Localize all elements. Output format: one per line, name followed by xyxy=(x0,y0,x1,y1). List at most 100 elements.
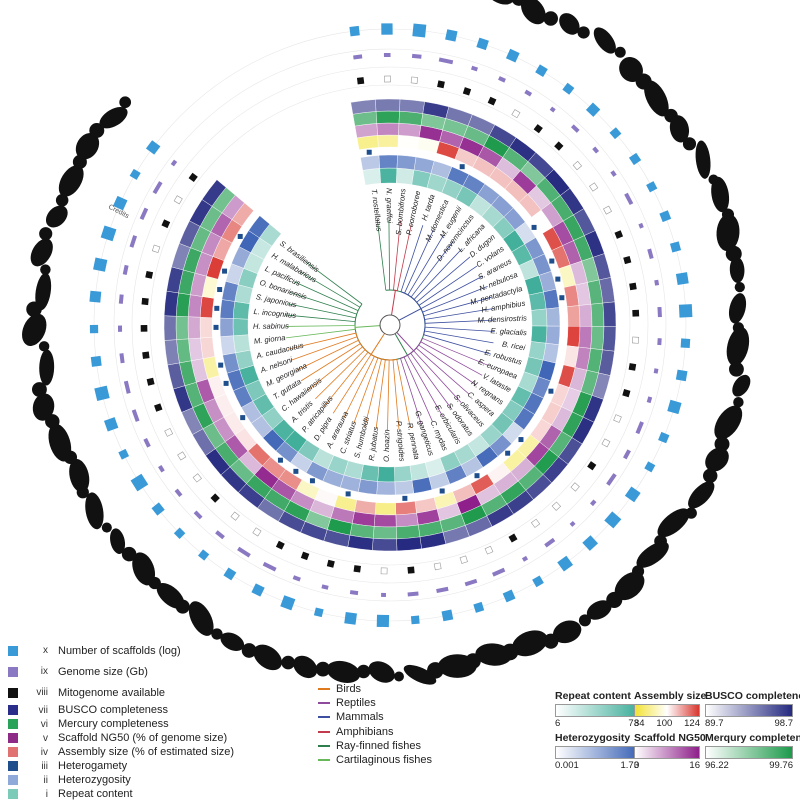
scaffold-count-mark xyxy=(152,502,165,515)
mitogenome-mark xyxy=(142,298,149,305)
scaffold-count-mark xyxy=(604,511,621,528)
scaffold-count-mark xyxy=(535,64,548,77)
taxa-legend-row: Amphibians xyxy=(318,725,432,739)
ring-cell-ng50 xyxy=(377,123,399,135)
heterogamety-mark xyxy=(346,491,351,496)
mitogenome-mark xyxy=(624,256,631,263)
mitogenome-mark xyxy=(555,142,563,150)
ring-cell-ng50 xyxy=(188,295,202,318)
mitogenome-mark xyxy=(615,231,623,239)
mitogenome-mark xyxy=(152,245,160,253)
ring-legend-number: vii xyxy=(26,705,48,716)
ring-cell-heterozygosity xyxy=(220,299,235,318)
animal-silhouette xyxy=(441,0,483,2)
ring-cell-repeat xyxy=(531,309,547,326)
species-label: L. incognitus xyxy=(253,307,297,320)
mitogenome-mark xyxy=(162,220,170,228)
scale-busco: BUSCO completeness 89.798.7 xyxy=(705,690,793,729)
heterogamety-mark xyxy=(310,478,315,483)
ring-cell-mercury xyxy=(396,525,420,539)
tree-branch xyxy=(419,345,476,385)
tree-branch xyxy=(301,344,360,381)
taxa-legend-row: Cartilaginous fishes xyxy=(318,753,432,767)
heterogamety-mark xyxy=(475,473,480,478)
heterogamety-mark xyxy=(548,389,553,394)
ring-cell-mercury xyxy=(176,293,190,317)
animal-silhouette xyxy=(715,213,740,252)
scaffold-count-mark xyxy=(251,583,264,596)
scaffold-count-mark xyxy=(667,400,681,414)
ring-cell-assembly xyxy=(395,501,416,515)
genome-size-mark xyxy=(119,294,124,304)
taxa-legend-label: Mammals xyxy=(336,711,384,723)
scaffold-count-mark xyxy=(658,432,669,443)
ring-cell-heterozygosity xyxy=(543,343,559,363)
scaffold-count-mark xyxy=(557,556,573,572)
mitogenome-mark xyxy=(571,483,579,491)
scaffold-count-mark xyxy=(473,602,484,613)
mitogenome-mark xyxy=(630,283,637,290)
ring-legend-swatch xyxy=(8,688,18,698)
species-label: P. strigoides xyxy=(394,420,406,462)
animal-silhouette xyxy=(438,654,477,678)
mitogenome-mark xyxy=(143,352,150,359)
tree-branch xyxy=(315,350,365,399)
ring-cell-heterozygosity xyxy=(379,155,398,168)
animal-silhouette xyxy=(729,372,755,400)
genome-size-mark xyxy=(123,265,129,275)
heterogamety-mark xyxy=(460,164,465,169)
heterogamety-mark xyxy=(559,295,564,300)
mitogenome-mark xyxy=(623,389,630,396)
ring-cell-heterozygosity xyxy=(397,155,416,170)
ring-legend-label: BUSCO completeness xyxy=(58,704,168,716)
ring-cell-busco xyxy=(375,99,400,111)
ring-cell-repeat xyxy=(233,301,249,319)
scaffold-count-mark xyxy=(94,386,109,401)
ring-cell-busco xyxy=(164,316,177,341)
species-label: R. jubatus xyxy=(367,426,380,461)
tree-branch xyxy=(425,327,495,331)
scaffold-count-mark xyxy=(532,575,544,587)
ring-cell-heterozygosity xyxy=(395,480,414,494)
heterogamety-mark xyxy=(402,496,407,501)
genome-size-mark xyxy=(171,160,177,167)
genome-size-mark xyxy=(638,223,643,229)
animal-silhouette-head xyxy=(544,11,558,25)
mitogenome-mark xyxy=(534,124,542,132)
tree-branch xyxy=(421,342,482,376)
animal-silhouette-head xyxy=(394,672,404,682)
scaffold-count-mark xyxy=(91,356,102,367)
mitogenome-mark xyxy=(411,77,418,84)
ring-legend-number: viii xyxy=(26,687,48,698)
genome-size-mark xyxy=(623,449,631,459)
ring-cell-repeat xyxy=(396,168,414,185)
scaffold-count-mark xyxy=(90,325,98,333)
genome-size-mark xyxy=(384,53,391,57)
animal-silhouette-head xyxy=(119,96,131,108)
genome-size-mark xyxy=(647,249,653,259)
ring-cell-repeat xyxy=(529,292,546,311)
species-label: P. corroboree xyxy=(404,190,422,236)
ring-legend-number: iv xyxy=(26,747,48,758)
species-label: M. densirostris xyxy=(477,313,527,324)
scaffold-count-mark xyxy=(681,338,691,348)
scaffold-count-mark xyxy=(280,595,295,610)
taxa-legend-row: Mammals xyxy=(318,710,432,724)
animal-silhouette xyxy=(709,401,748,445)
mitogenome-mark xyxy=(327,560,334,567)
heterogamety-mark xyxy=(440,488,445,493)
taxa-legend-label: Birds xyxy=(336,683,361,695)
genome-size-mark xyxy=(654,368,659,373)
ring-legend-swatch xyxy=(8,789,18,799)
tree-branch xyxy=(286,329,355,338)
mitogenome-mark xyxy=(552,502,560,510)
mitogenome-mark xyxy=(633,310,639,316)
scaffold-count-mark xyxy=(441,610,453,622)
species-label: H. sabinus xyxy=(253,321,289,330)
ring-legend-number: vi xyxy=(26,719,48,730)
heterogamety-mark xyxy=(518,437,523,442)
genome-size-mark xyxy=(194,510,203,519)
tree-arc xyxy=(393,290,397,291)
